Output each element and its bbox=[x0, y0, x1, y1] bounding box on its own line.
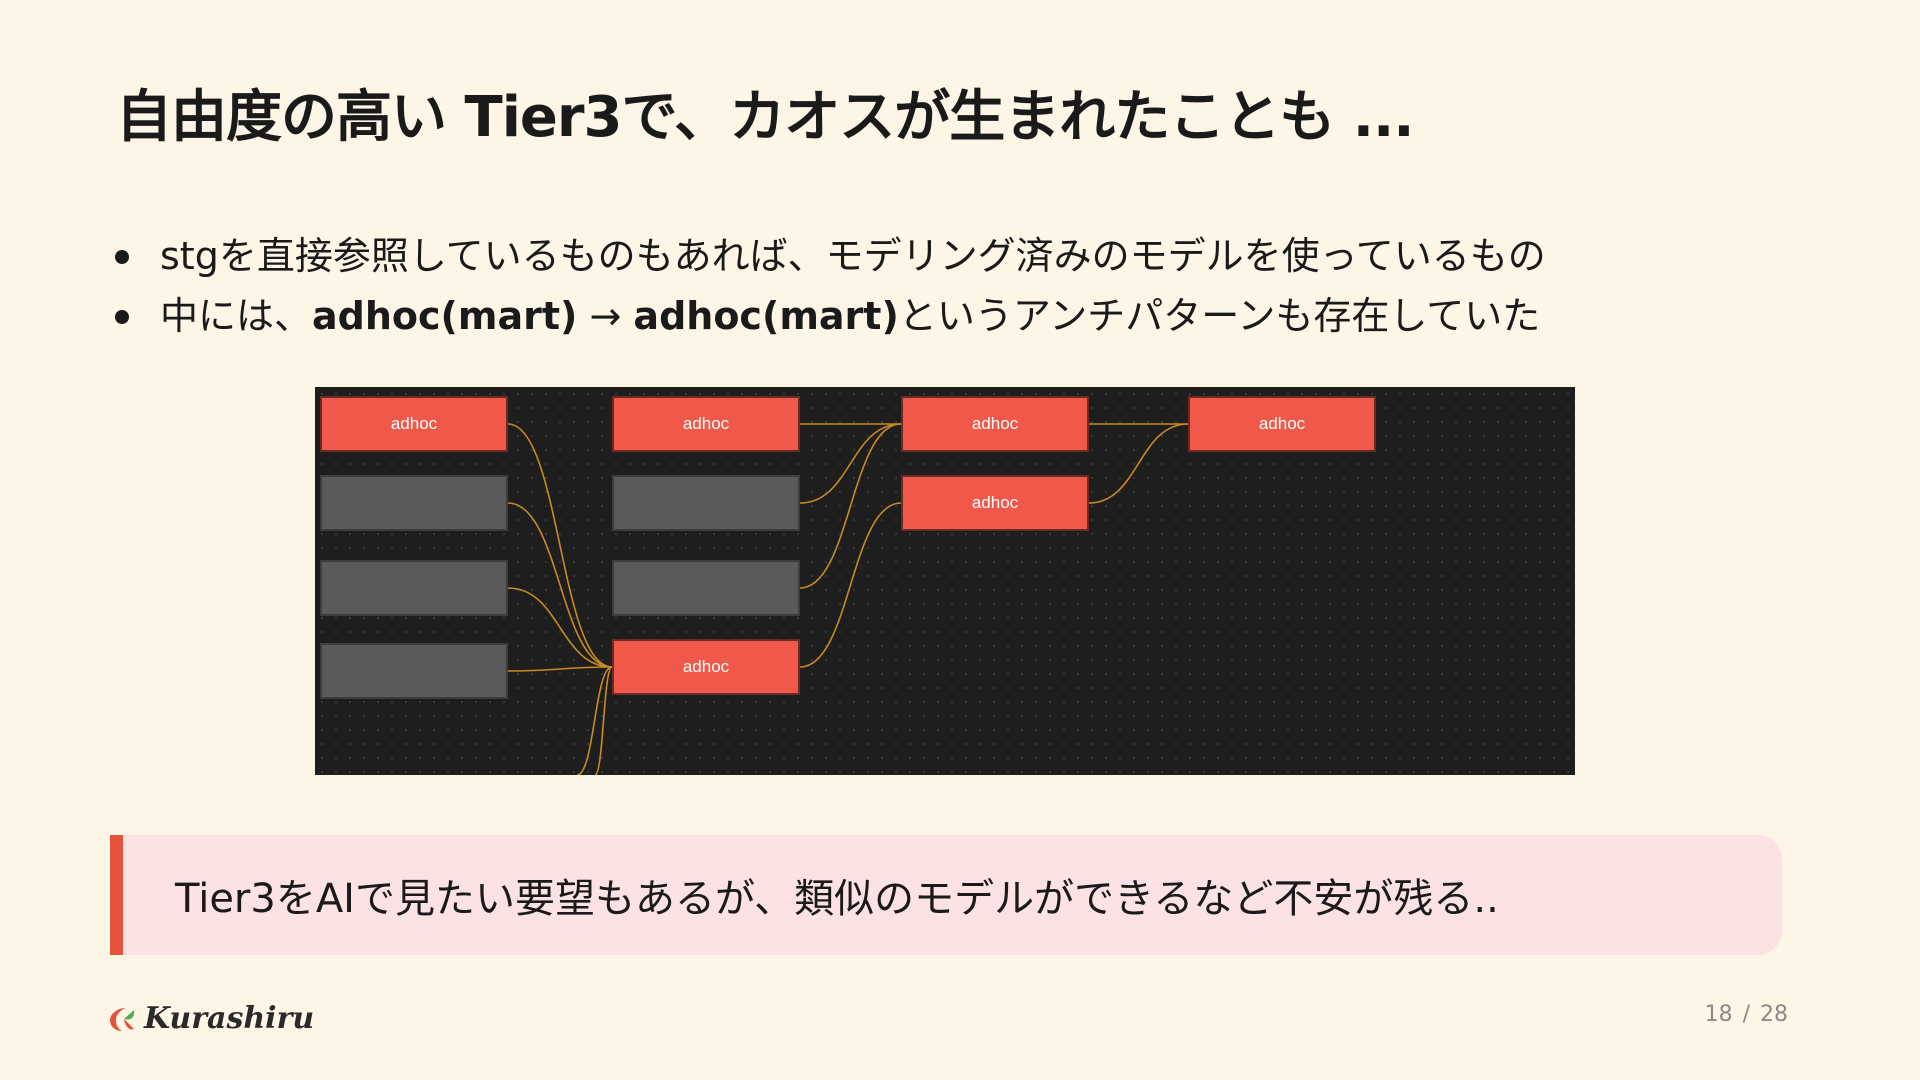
kurashiru-logo: Kurashiru bbox=[108, 1001, 314, 1036]
logo-text: Kurashiru bbox=[144, 1001, 315, 1036]
lineage-edge bbox=[507, 587, 613, 668]
bullet-pre: 中には、 bbox=[160, 294, 313, 338]
page-total: 28 bbox=[1760, 1002, 1788, 1027]
lineage-edge-offscreen bbox=[576, 666, 613, 775]
page-number: 18 / 28 bbox=[1705, 1002, 1788, 1027]
callout-box: Tier3をAIで見たい要望もあるが、類似のモデルができるなど不安が残る.. bbox=[110, 835, 1782, 955]
lineage-edge bbox=[507, 666, 613, 672]
model-node[interactable] bbox=[612, 475, 800, 531]
lineage-edge bbox=[799, 423, 902, 504]
bullet-bold-adhoc-2: adhoc(mart) bbox=[633, 294, 899, 338]
lineage-diagram: adhoc adhoc adhoc adhoc adhoc adhoc bbox=[315, 387, 1575, 775]
kurashiru-logo-icon bbox=[110, 1007, 135, 1031]
lineage-edge bbox=[1088, 423, 1189, 504]
model-node[interactable] bbox=[320, 475, 508, 531]
page-current: 18 bbox=[1704, 1002, 1733, 1027]
adhoc-node[interactable]: adhoc bbox=[612, 396, 800, 452]
lineage-edge-offscreen bbox=[594, 666, 613, 775]
model-node[interactable] bbox=[612, 560, 800, 616]
bullet-post: というアンチパターンも存在していた bbox=[898, 294, 1541, 338]
bullet-item-2: 中には、adhoc(mart) → adhoc(mart)というアンチパターンも… bbox=[112, 286, 1546, 346]
adhoc-node[interactable]: adhoc bbox=[901, 475, 1089, 531]
adhoc-node[interactable]: adhoc bbox=[901, 396, 1089, 452]
adhoc-node[interactable]: adhoc bbox=[320, 396, 508, 452]
bullet-item-1: stgを直接参照しているものもあれば、モデリング済みのモデルを使っているもの bbox=[112, 226, 1546, 286]
adhoc-node[interactable]: adhoc bbox=[1188, 396, 1376, 452]
bullet-list: stgを直接参照しているものもあれば、モデリング済みのモデルを使っているもの 中… bbox=[112, 226, 1546, 346]
callout-text: Tier3をAIで見たい要望もあるが、類似のモデルができるなど不安が残る.. bbox=[175, 876, 1499, 922]
lineage-edge bbox=[507, 502, 613, 668]
model-node[interactable] bbox=[320, 643, 508, 699]
adhoc-node[interactable]: adhoc bbox=[612, 639, 800, 695]
lineage-edge bbox=[507, 423, 613, 668]
bullet-text-1: stgを直接参照しているものもあれば、モデリング済みのモデルを使っているもの bbox=[160, 234, 1546, 278]
lineage-edge bbox=[799, 502, 902, 668]
lineage-edge bbox=[799, 423, 902, 589]
lineage-edges bbox=[507, 423, 1189, 775]
model-node[interactable] bbox=[320, 560, 508, 616]
slide-title: 自由度の高い Tier3で、カオスが生まれたことも ... bbox=[116, 85, 1415, 150]
bullet-bold-adhoc-1: adhoc(mart) bbox=[312, 294, 578, 338]
page-separator: / bbox=[1742, 1002, 1750, 1027]
bullet-arrow: → bbox=[577, 294, 634, 338]
